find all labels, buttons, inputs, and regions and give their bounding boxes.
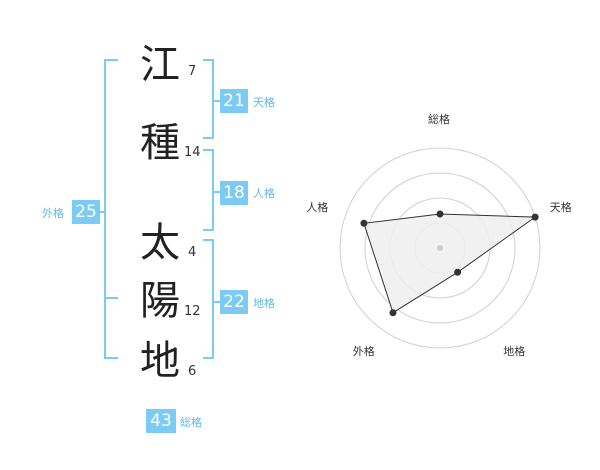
- soukaku-value: 43: [146, 409, 176, 433]
- stroke-count-1: 7: [188, 64, 197, 79]
- tenkaku-label: 天格: [253, 96, 275, 109]
- radar-center-dot: [437, 245, 443, 251]
- jinkaku-label: 人格: [253, 187, 275, 200]
- stroke-count-2: 14: [184, 145, 201, 160]
- stroke-count-5: 6: [188, 364, 197, 379]
- radar-points: [360, 210, 539, 317]
- gaikaku-bracket: [104, 59, 118, 359]
- radar-ring-3: [364, 172, 516, 324]
- radar-point-4: [360, 219, 368, 227]
- tenkaku-bracket: [203, 59, 214, 139]
- radar-point-3: [389, 309, 397, 317]
- name-char-2: 種: [140, 120, 180, 166]
- radar-point-0: [436, 210, 444, 218]
- tenkaku-value: 21: [220, 89, 248, 113]
- name-char-5: 地: [140, 338, 180, 384]
- chikaku-bracket: [203, 239, 214, 359]
- soukaku-label: 総格: [180, 416, 202, 429]
- radar-point-2: [454, 268, 462, 276]
- radar-point-1: [531, 213, 539, 221]
- gaikaku-label: 外格: [42, 207, 64, 220]
- stroke-count-3: 4: [188, 245, 197, 260]
- radar-axis-label-1: 天格: [549, 201, 572, 215]
- jinkaku-value: 18: [220, 181, 248, 205]
- chikaku-label: 地格: [253, 297, 275, 310]
- radar-axis-label-4: 人格: [306, 201, 329, 215]
- radar-axis-label-3: 外格: [352, 344, 375, 358]
- jinkaku-bracket: [203, 149, 214, 231]
- radar-axis-label-2: 地格: [503, 344, 526, 358]
- chikaku-value: 22: [220, 290, 248, 314]
- name-char-3: 太: [140, 220, 180, 266]
- radar-ring-4: [339, 147, 541, 349]
- stroke-count-4: 12: [184, 304, 201, 319]
- gaikaku-value: 25: [72, 200, 100, 224]
- radar-axis-label-0: 総格: [428, 113, 450, 126]
- name-char-4: 陽: [140, 278, 180, 324]
- radar-polygon: [363, 213, 537, 314]
- name-char-1: 江: [140, 42, 180, 88]
